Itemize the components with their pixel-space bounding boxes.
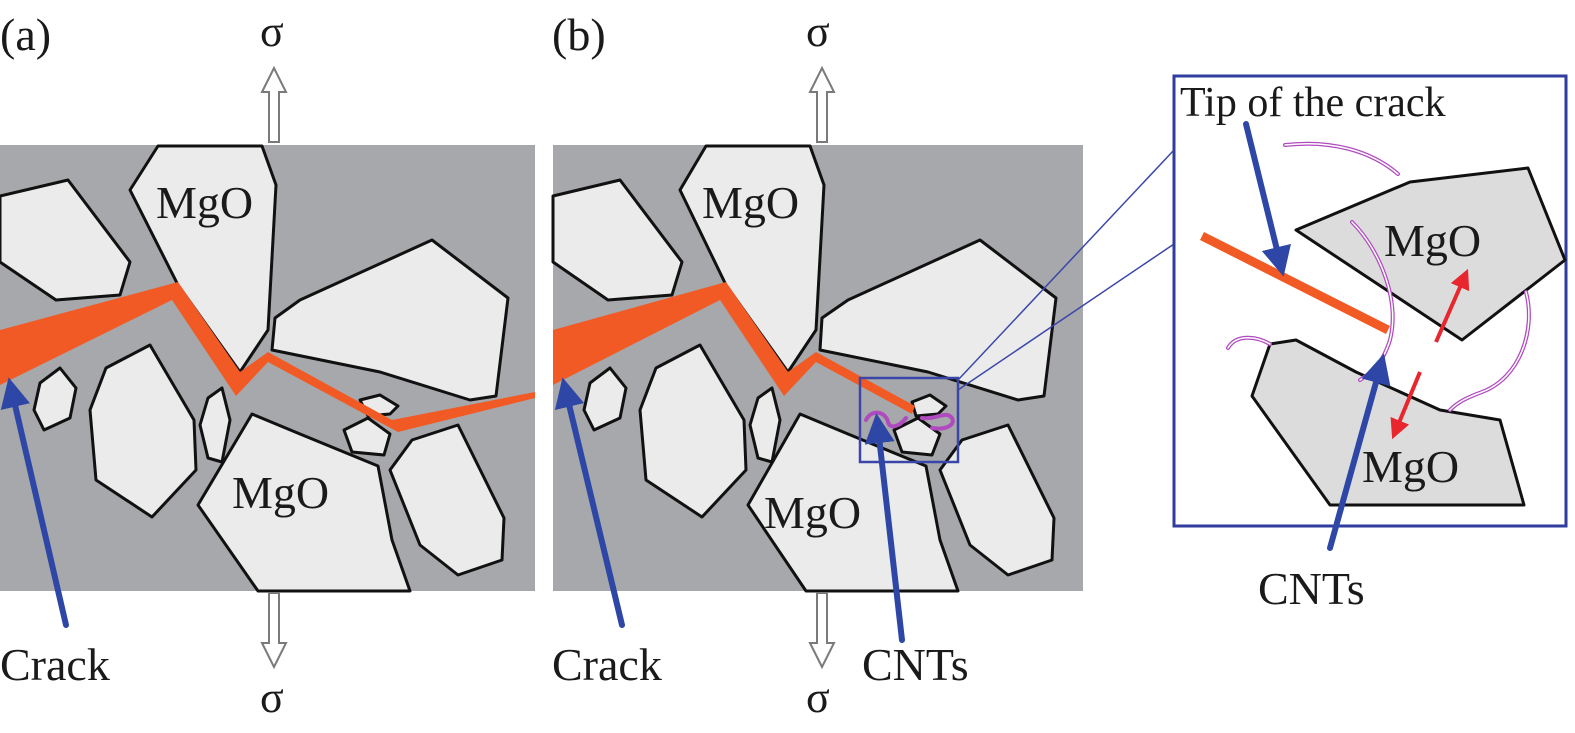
panel-b-grain xyxy=(551,178,684,302)
inset-cnt-core xyxy=(1227,337,1271,349)
panel-b-cnt-label: CNTs xyxy=(862,639,969,690)
inset-mgo-grain-bottom xyxy=(1250,338,1526,507)
inset-tip-pointer-arrow-icon xyxy=(1243,121,1291,277)
panel-b-mgo-grain-top xyxy=(678,144,826,374)
inset-mgo-label-top: MgO xyxy=(1384,215,1481,266)
panel-b-mgo-grain-bottom xyxy=(746,412,960,593)
inset-cnt-label: CNTs xyxy=(1258,563,1365,614)
panel-a: (a) σ MgO MgO Crack σ xyxy=(0,7,535,722)
panel-b-grain xyxy=(910,393,948,418)
panel-a-mgo-label-bottom: MgO xyxy=(232,467,329,518)
inset-mgo-grain-top xyxy=(1294,166,1567,342)
panel-b-stress-top-label: σ xyxy=(806,7,830,56)
panel-b-crack-label: Crack xyxy=(552,639,662,690)
panel-b-cnt xyxy=(920,412,955,431)
inset-cnt-core xyxy=(1449,291,1530,411)
inset-crack xyxy=(1200,232,1390,334)
panel-b-mgo-label-top: MgO xyxy=(702,177,799,228)
inset-mgo-label-bottom: MgO xyxy=(1362,441,1459,492)
panel-a-tag: (a) xyxy=(0,9,51,60)
panel-b-grain xyxy=(892,416,942,457)
panel-a-stress-bottom-label: σ xyxy=(260,673,284,722)
panel-b-cnt-pointer-arrow-icon xyxy=(864,413,905,643)
panel-b-grain xyxy=(938,423,1056,577)
panel-a-grain xyxy=(0,178,132,302)
panel-b: (b) σ MgO MgO Crack CNTs σ xyxy=(551,7,1083,722)
stress-up-arrow-icon xyxy=(808,65,836,143)
stress-down-arrow-icon xyxy=(260,592,288,670)
panel-a-grain xyxy=(388,423,506,577)
panel-b-zoom-box xyxy=(858,376,960,464)
panel-a-crack xyxy=(0,282,535,432)
panel-a-grain xyxy=(342,416,392,457)
zoom-connector-line xyxy=(957,243,1175,391)
panel-a-crack-pointer-arrow-icon xyxy=(0,377,69,628)
panel-a-stress-top-label: σ xyxy=(260,7,284,56)
zoom-connector-line xyxy=(957,149,1175,381)
inset-crack-tip: Tip of the crack MgO MgO xyxy=(1172,74,1568,551)
panel-a-grain xyxy=(270,238,510,402)
bridging-force-arrow-icon xyxy=(1434,268,1470,343)
panel-b-grain xyxy=(818,238,1058,402)
stress-down-arrow-icon xyxy=(808,592,836,670)
panel-b-grain xyxy=(638,343,748,519)
stress-up-arrow-icon xyxy=(260,65,288,143)
inset-cnt-core xyxy=(1284,142,1399,175)
panel-b-crack-pointer-arrow-icon xyxy=(554,377,625,628)
panel-a-mgo-grain-top xyxy=(128,144,278,374)
inset-tip-label: Tip of the crack xyxy=(1180,80,1446,126)
panel-a-grain xyxy=(88,343,198,519)
panel-b-tag: (b) xyxy=(552,9,606,60)
panel-b-mgo-label-bottom: MgO xyxy=(764,487,861,538)
panel-a-grain xyxy=(32,366,78,432)
panel-b-crack xyxy=(553,282,915,414)
bridging-force-arrow-icon xyxy=(1390,371,1422,440)
inset-cnt-pointer-arrow-icon xyxy=(1327,353,1391,551)
panel-a-mgo-grain-bottom xyxy=(196,412,412,593)
panel-a-mgo-label-top: MgO xyxy=(156,177,253,228)
panel-b-stress-bottom-label: σ xyxy=(806,673,830,722)
panel-a-crack-label: Crack xyxy=(0,639,110,690)
